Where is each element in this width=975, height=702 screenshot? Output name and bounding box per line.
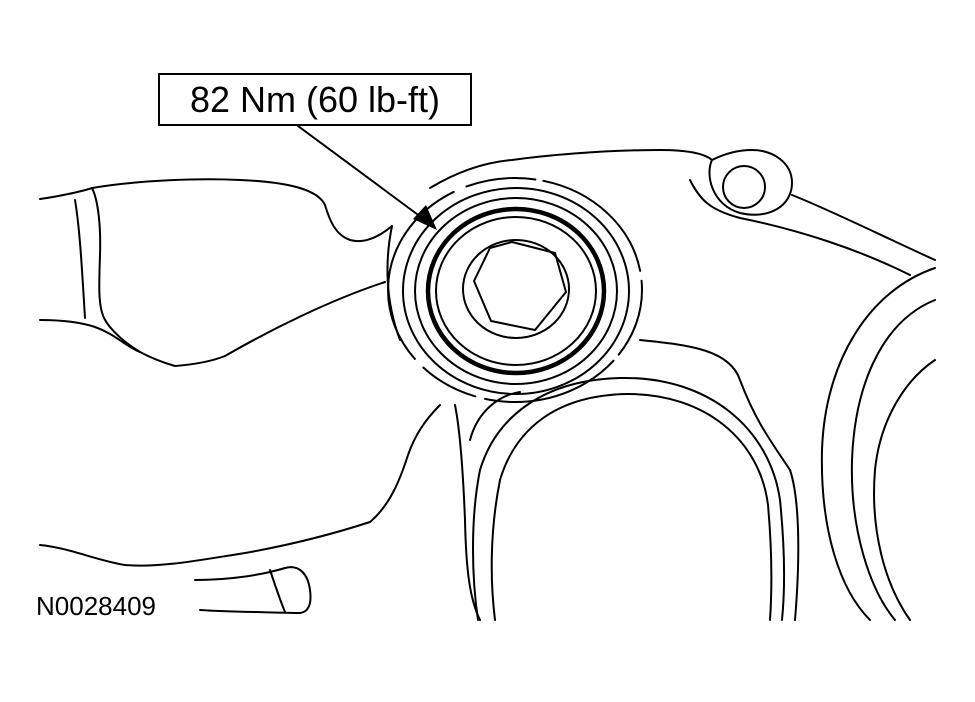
upper-body-outline xyxy=(429,149,713,189)
inner-upper-edge xyxy=(689,179,911,276)
lower-bore-inner xyxy=(490,393,773,621)
left-bracket-diagonal xyxy=(174,281,386,367)
figure-id-label: N0028409 xyxy=(36,591,156,621)
left-body-contour xyxy=(369,225,441,523)
leader-line xyxy=(297,125,426,221)
torque-callout-box: 82 Nm (60 lb-ft) xyxy=(158,73,472,126)
washer-outer-edge xyxy=(414,197,618,385)
right-bore-second xyxy=(873,359,936,621)
lower-bore-outer xyxy=(472,376,786,621)
leader-arrowhead xyxy=(413,205,437,230)
mounting-ear-hole xyxy=(722,165,766,209)
left-bracket-lower-edge xyxy=(39,319,141,353)
bolt-head-face xyxy=(435,216,597,366)
socket-recess xyxy=(462,239,570,339)
hex-socket-icon xyxy=(473,241,567,331)
lower-bore-web xyxy=(469,339,800,621)
lower-linkage-upper-edge xyxy=(39,521,371,567)
bolt-head-flange xyxy=(425,206,607,376)
left-bracket-inner-edge xyxy=(91,187,176,367)
left-bracket-back-edge xyxy=(74,199,86,319)
right-bore-outer xyxy=(820,267,936,621)
mounting-ear-outline xyxy=(708,149,793,216)
bore-flange-edge xyxy=(454,404,481,621)
upper-right-edge xyxy=(791,194,936,261)
torque-callout-label: 82 Nm (60 lb-ft) xyxy=(189,78,441,120)
boss-middle-ring xyxy=(402,187,630,395)
figure-id-tail xyxy=(199,609,301,614)
lower-linkage-end xyxy=(269,569,286,613)
lower-linkage-lower-edge xyxy=(194,566,312,614)
right-bore-inner xyxy=(850,299,936,621)
